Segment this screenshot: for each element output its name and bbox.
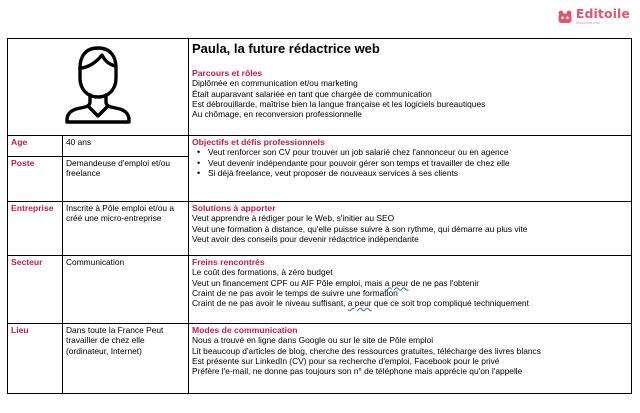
solutions-cell: Solutions à apporter Veut apprendre à ré… xyxy=(188,201,632,256)
freins-line: Veut un financement CPF ou AIF Pôle empl… xyxy=(192,278,628,288)
freins-text: Craint de ne pas avoir le niveau suffisa… xyxy=(192,298,348,309)
age-row: Age 40 ans Objectifs et défis profession… xyxy=(7,135,632,202)
objectif-item: Veut renforcer son CV pour trouver un jo… xyxy=(197,147,628,158)
poste-label-cell: Poste xyxy=(7,156,63,202)
secteur-value-cell: Communication xyxy=(62,255,189,324)
poste-label: Poste xyxy=(11,158,35,168)
objectif-item: Si déjà freelance, veut proposer de nouv… xyxy=(197,168,628,179)
grammar-marked-text: a peur xyxy=(347,298,372,309)
age-label: Age xyxy=(11,137,28,147)
brand-logo: Editoile rédaction web xyxy=(557,6,630,25)
poste-value-cell: Demandeuse d'emploi et/ou freelance xyxy=(62,156,189,202)
secteur-label: Secteur xyxy=(11,257,43,267)
solutions-line: Veut apprendre à rédiger pour le Web, s'… xyxy=(192,213,395,224)
lieu-row: Lieu Dans toute la France Peut travaille… xyxy=(7,323,632,394)
modes-cell: Modes de communication Nous a trouvé en … xyxy=(188,323,632,394)
grammar-marked-text: a peur xyxy=(384,277,409,288)
modes-line: Nous a trouvé en ligne dans Google ou su… xyxy=(192,335,434,346)
woman-avatar-icon xyxy=(65,46,131,124)
modes-heading: Modes de communication xyxy=(192,325,298,335)
objectifs-heading: Objectifs et défis professionnels xyxy=(192,137,325,147)
modes-line: Est présente sur LinkedIn (CV) pour sa r… xyxy=(192,355,500,366)
objectifs-cell: Objectifs et défis professionnels Veut r… xyxy=(188,135,632,202)
lieu-label-cell: Lieu xyxy=(7,323,63,394)
entreprise-label: Entreprise xyxy=(11,203,54,213)
freins-line: Craint de ne pas avoir le niveau suffisa… xyxy=(192,298,628,308)
lieu-value-cell: Dans toute la France Peut travailler de … xyxy=(62,323,189,394)
secteur-row: Secteur Communication Freins rencontrés … xyxy=(7,255,632,324)
poste-row: Poste Demandeuse d'emploi et/ou freelanc… xyxy=(7,156,632,202)
age-value-cell: 40 ans xyxy=(62,135,189,157)
lieu-value: Dans toute la France Peut travailler de … xyxy=(66,325,164,356)
age-label-cell: Age xyxy=(7,135,63,157)
objectif-item: Veut devenir indépendante pour pouvoir g… xyxy=(197,158,628,169)
parcours-line: Est débrouillarde, maîtrise bien la lang… xyxy=(192,98,486,109)
brand-name: Editoile xyxy=(575,6,630,21)
modes-line: Lit beaucoup d'articles de blog, cherche… xyxy=(192,345,541,356)
freins-line: Le coût des formations, à zéro budget xyxy=(192,267,333,278)
freins-text: que ce soit trop compliqué techniquement xyxy=(371,298,529,309)
freins-heading: Freins rencontrés xyxy=(192,257,265,267)
avatar-cell xyxy=(7,38,189,136)
secteur-label-cell: Secteur xyxy=(7,255,63,324)
solutions-line: Veut une formation à distance, qu'elle p… xyxy=(192,223,528,234)
age-value: 40 ans xyxy=(66,137,92,147)
entreprise-value-cell: Inscrite à Pôle emploi et/ou a créé une … xyxy=(62,201,189,256)
solutions-line: Veut avoir des conseils pour devenir réd… xyxy=(192,233,419,244)
entreprise-value: Inscrite à Pôle emploi et/ou a créé une … xyxy=(66,203,175,224)
secteur-value: Communication xyxy=(66,257,125,267)
solutions-heading: Solutions à apporter xyxy=(192,203,276,213)
entreprise-row: Entreprise Inscrite à Pôle emploi et/ou … xyxy=(7,201,632,256)
freins-text: Veut un financement CPF ou AIF Pôle empl… xyxy=(192,277,385,288)
parcours-line: Au chômage, en reconversion professionne… xyxy=(192,109,362,120)
lieu-label: Lieu xyxy=(11,325,29,335)
persona-profile-cell: Paula, la future rédactrice web Parcours… xyxy=(188,38,632,136)
persona-title: Paula, la future rédactrice web xyxy=(192,41,380,56)
freins-cell: Freins rencontrés Le coût des formations… xyxy=(188,255,632,324)
poste-value: Demandeuse d'emploi et/ou freelance xyxy=(66,158,171,179)
entreprise-label-cell: Entreprise xyxy=(7,201,63,256)
persona-header-row: Paula, la future rédactrice web Parcours… xyxy=(7,38,632,136)
brand-tagline: rédaction web xyxy=(575,20,601,25)
freins-line: Craint de ne pas avoir le temps de suivr… xyxy=(192,287,398,298)
parcours-line: Diplômée en communication et/ou marketin… xyxy=(192,78,358,89)
persona-table: Paula, la future rédactrice web Parcours… xyxy=(7,38,632,394)
parcours-line: Était auparavant salariée en tant que ch… xyxy=(192,88,432,99)
modes-line: Préfère l'e-mail, ne donne pas toujours … xyxy=(192,366,523,377)
parcours-heading: Parcours et rôles xyxy=(192,68,263,78)
freins-text: de ne pas l'obtenir xyxy=(408,277,479,288)
editoile-logo-icon xyxy=(557,10,573,24)
